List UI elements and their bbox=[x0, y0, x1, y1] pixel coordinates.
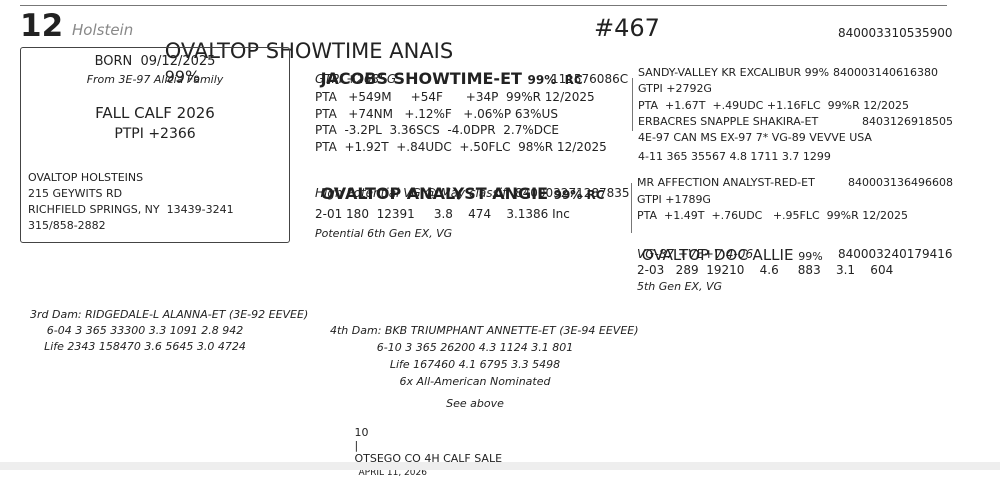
sire-sire-gtpi: GTPI +2792G bbox=[638, 82, 712, 95]
fourth-dam-life: Life 167460 4.1 6795 3.3 5498 bbox=[389, 358, 561, 371]
page-number: 10 bbox=[354, 426, 369, 439]
dam-dam-id: 840003240179416 bbox=[838, 247, 953, 261]
info-box: BORN 09/12/2025 From 3E-97 Alicia Family… bbox=[20, 47, 290, 243]
dam-dam-gen: 5th Gen EX, VG bbox=[637, 280, 723, 293]
sire-gtpi: GTPI +2685G bbox=[315, 72, 397, 86]
third-dam-life: Life 2343 158470 3.6 5645 3.0 4724 bbox=[44, 340, 246, 353]
sire-sire-pta: PTA +1.67T +.49UDC +1.16FLC 99%R 12/2025 bbox=[638, 99, 909, 112]
animal-id: 840003310535900 bbox=[838, 26, 953, 40]
consignor-phone: 315/858-2882 bbox=[28, 219, 106, 232]
sire-sire-name: SANDY-VALLEY KR EXCALIBUR 99% bbox=[638, 66, 830, 79]
sire-pta-4: PTA +1.92T +.84UDC +.50FLC 98%R 12/2025 bbox=[315, 140, 607, 154]
dam-sire-id: 840003136496608 bbox=[848, 176, 953, 189]
dam-dam-class: VG-87 +VE+V 4-06 bbox=[637, 247, 754, 261]
animal-name-text: OVALTOP SHOWTIME ANAIS bbox=[164, 39, 454, 63]
fourth-dam-record: 6-10 3 365 26200 4.3 1124 3.1 801 bbox=[376, 341, 574, 354]
fourth-dam-title: 4th Dam: BKB TRIUMPHANT ANNETTE-ET (3E-9… bbox=[330, 324, 639, 337]
fourth-dam-note: 6x All-American Nominated bbox=[399, 375, 551, 388]
see-above: See above bbox=[446, 397, 504, 410]
born-date: BORN 09/12/2025 bbox=[94, 54, 216, 69]
fourth-dam: 4th Dam: BKB TRIUMPHANT ANNETTE-ET (3E-9… bbox=[330, 322, 639, 412]
sire-name-text: JACOBS SHOWTIME-ET bbox=[320, 69, 522, 88]
sire-name: JACOBS SHOWTIME-ET 99% RC bbox=[315, 50, 583, 88]
sire-sire-id: 840003140616380 bbox=[833, 66, 938, 79]
dam-sire-gtpi: GTPI +1789G bbox=[637, 193, 711, 206]
sire-pta-3: PTA -3.2PL 3.36SCS -4.0DPR 2.7%DCE bbox=[315, 123, 559, 137]
sire-dam-id: 8403126918505 bbox=[862, 115, 953, 128]
third-dam-title: 3rd Dam: RIDGEDALE-L ALANNA-ET (3E-92 EE… bbox=[30, 308, 309, 321]
dam-record: 2-01 180 12391 3.8 474 3.1386 Inc bbox=[315, 207, 570, 221]
dam-pct: 99% RC bbox=[553, 188, 605, 202]
calf-class: FALL CALF 2026 bbox=[95, 104, 215, 122]
sire-bracket bbox=[632, 78, 633, 131]
dam-name-text: OVALTOP ANALYST ANGIE bbox=[320, 184, 549, 203]
consignor-city: RICHFIELD SPRINGS, NY 13439-3241 bbox=[28, 203, 234, 216]
bottom-band bbox=[0, 462, 1000, 470]
top-rule bbox=[20, 5, 947, 6]
dam-sire-name: MR AFFECTION ANALYST-RED-ET bbox=[637, 176, 815, 189]
dam-dam-name: OVALTOP DOC ALLIE 99% bbox=[637, 228, 823, 264]
sale-name: OTSEGO CO 4H CALF SALE bbox=[354, 452, 503, 465]
registration-number: #467 bbox=[594, 14, 660, 42]
third-dam: 3rd Dam: RIDGEDALE-L ALANNA-ET (3E-92 EE… bbox=[30, 307, 309, 355]
dam-id: 840003271287835 bbox=[515, 186, 630, 200]
animal-name: OVALTOP SHOWTIME ANAIS 99% bbox=[158, 15, 454, 87]
sire-dam-class: 4E-97 CAN MS EX-97 7* VG-89 VEVVE USA bbox=[638, 131, 872, 144]
sire-pta-2: PTA +74NM +.12%F +.06%P 63%US bbox=[315, 107, 558, 121]
third-dam-record: 6-04 3 365 33300 3.3 1091 2.8 942 bbox=[46, 324, 244, 337]
footer-separator: | bbox=[354, 439, 359, 452]
sire-dam-name: ERBACRES SNAPPLE SHAKIRA-ET bbox=[638, 115, 819, 128]
sire-pct: 99% RC bbox=[527, 73, 583, 87]
dam-sire-pta: PTA +1.49T +.76UDC +.95FLC 99%R 12/2025 bbox=[637, 209, 908, 222]
dam-dam-pct: 99% bbox=[798, 250, 823, 263]
dam-name: OVALTOP ANALYST ANGIE 99% RC bbox=[315, 165, 605, 203]
sire-id: 111576086C bbox=[551, 72, 629, 86]
dam-dam-record: 2-03 289 19210 4.6 883 3.1 604 bbox=[637, 263, 894, 277]
dam-gen: Potential 6th Gen EX, VG bbox=[315, 227, 453, 240]
sire-pta-1: PTA +549M +54F +34P 99%R 12/2025 bbox=[315, 90, 595, 104]
breed: Holstein bbox=[72, 21, 134, 39]
sire-dam-record: 4-11 365 35567 4.8 1711 3.7 1299 bbox=[638, 150, 831, 163]
ptpi: PTPI +2366 bbox=[114, 126, 196, 142]
animal-pct: 99% bbox=[164, 67, 201, 86]
family: From 3E-97 Alicia Family bbox=[86, 73, 224, 86]
dam-note: High Potential VG @ May classif bbox=[315, 186, 507, 200]
lot-number: 12 bbox=[20, 8, 64, 44]
consignor-address: 215 GEYWITS RD bbox=[28, 187, 123, 200]
dam-bracket bbox=[631, 183, 632, 233]
consignor-name: OVALTOP HOLSTEINS bbox=[28, 171, 144, 184]
dam-dam-name-text: OVALTOP DOC ALLIE bbox=[641, 246, 794, 264]
